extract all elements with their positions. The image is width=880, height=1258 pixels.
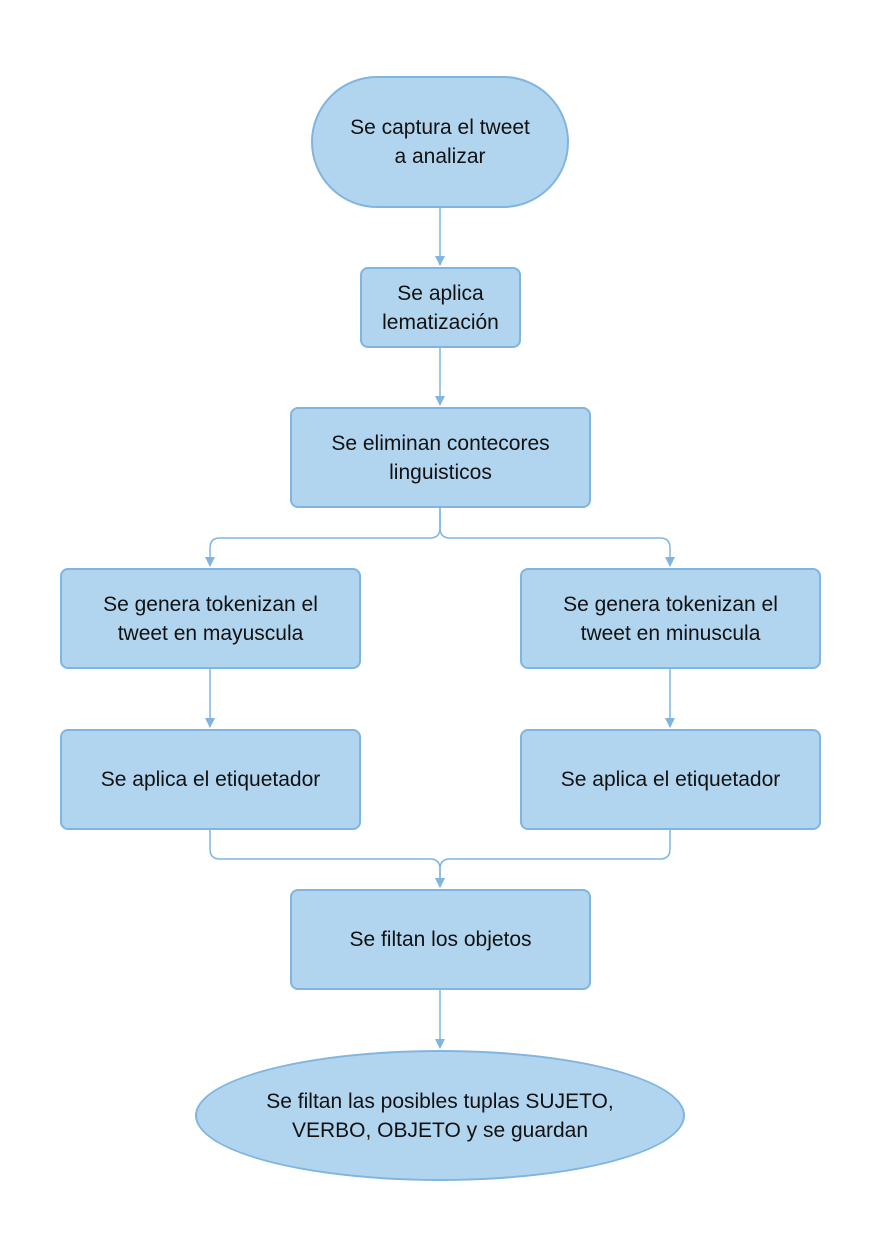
node-apply-lemmatization: Se aplica lematización (360, 267, 521, 348)
node-label-line: Se filtan las posibles tuplas SUJETO, (266, 1089, 614, 1113)
edge-n3-n4 (205, 508, 441, 567)
node-label-line: a analizar (394, 145, 486, 168)
node-label-line: Se eliminan contecores (331, 431, 550, 455)
edge-n6-n8 (209, 830, 445, 888)
node-tokenize-uppercase: Se genera tokenizan el tweet en mayuscul… (60, 568, 361, 669)
node-label-line: VERBO, OBJETO y se guardan (291, 1118, 589, 1142)
node-label-line: Se aplica el etiquetador (100, 768, 321, 791)
node-label-line: Se aplica el etiquetador (560, 768, 781, 791)
node-filter-objects: Se filtan los objetos (290, 889, 591, 990)
node-end-filter-tuples: Se filtan las posibles tuplas SUJETO, VE… (195, 1050, 685, 1181)
node-label-line: linguisticos (389, 460, 492, 484)
node-start-capture-tweet: Se captura el tweet a analizar (311, 76, 569, 208)
node-label-line: tweet en minuscula (580, 621, 761, 645)
node-label-line: Se genera tokenizan el (563, 592, 778, 616)
node-label-line: lematización (382, 310, 499, 334)
node-apply-tagger-left: Se aplica el etiquetador (60, 729, 361, 830)
node-label-line: tweet en mayuscula (117, 621, 304, 645)
node-label-line: Se captura el tweet (350, 116, 530, 139)
node-label-line: Se filtan los objetos (349, 928, 532, 951)
edge-n7-n8 (435, 830, 671, 888)
node-label-line: Se genera tokenizan el (103, 592, 318, 616)
node-label-line: Se aplica (397, 281, 484, 305)
node-apply-tagger-right: Se aplica el etiquetador (520, 729, 821, 830)
node-tokenize-lowercase: Se genera tokenizan el tweet en minuscul… (520, 568, 821, 669)
edge-n3-n5 (439, 508, 675, 567)
node-remove-connectors: Se eliminan contecores linguisticos (290, 407, 591, 508)
